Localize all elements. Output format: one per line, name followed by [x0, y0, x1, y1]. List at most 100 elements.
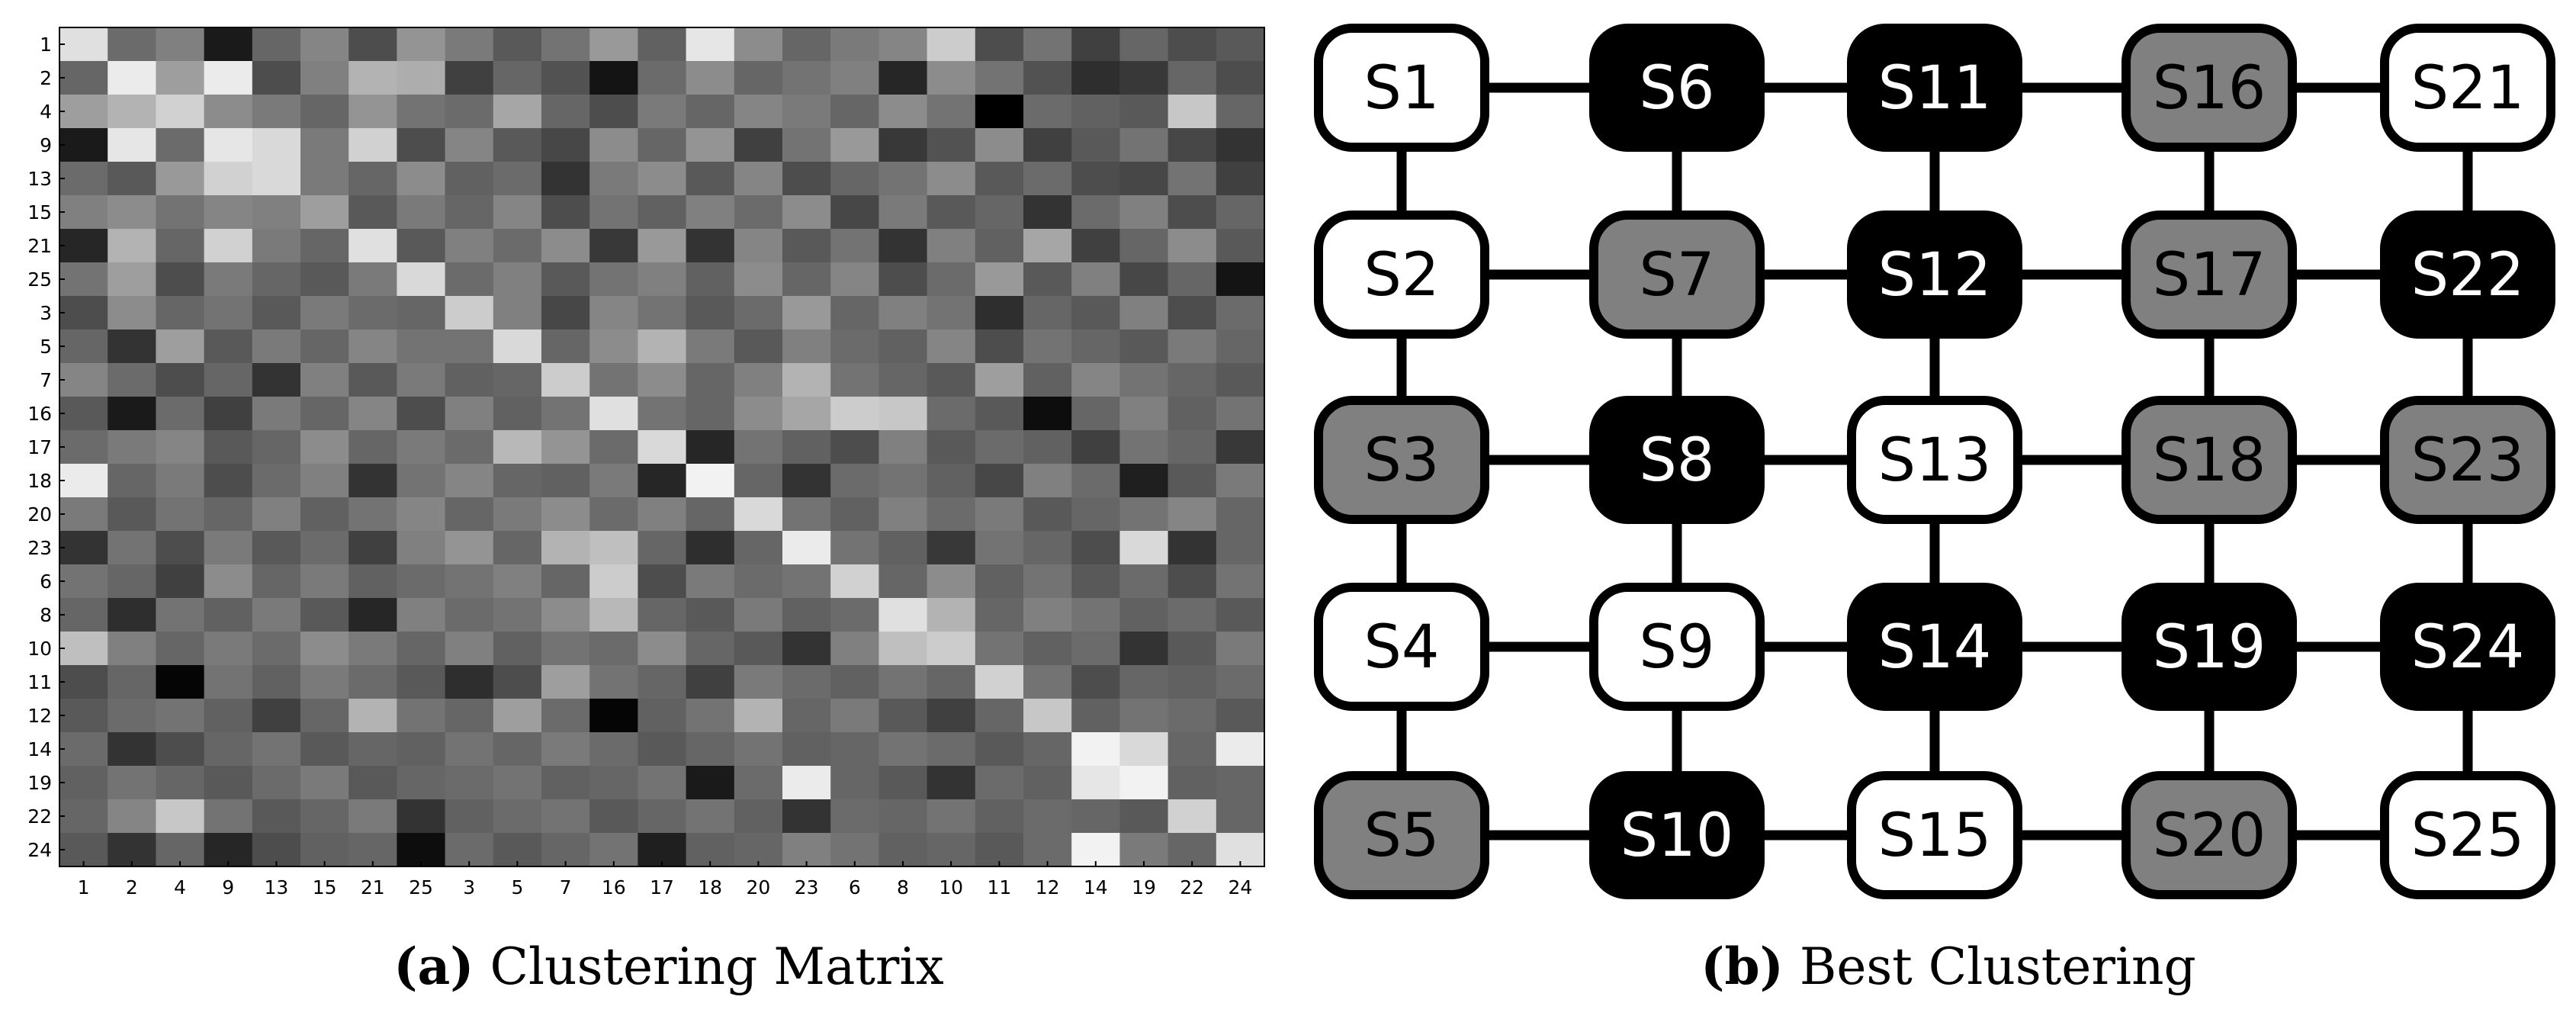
heatmap-cell [445, 195, 494, 230]
heatmap-cell [927, 27, 976, 62]
heatmap-cell [348, 766, 397, 800]
heatmap-cell [108, 732, 156, 767]
heatmap-cell [541, 430, 590, 464]
heatmap-cell [348, 632, 397, 666]
y-tick-label: 7 [40, 369, 52, 391]
heatmap-cell [1168, 27, 1217, 62]
heatmap-cell [734, 766, 783, 800]
heatmap-cell [252, 665, 301, 699]
graph-node-label: S5 [1363, 802, 1439, 870]
heatmap-cell [252, 296, 301, 330]
graph-node-s19: S19 [2122, 583, 2297, 711]
heatmap-cell [927, 497, 976, 532]
graph-node-s15: S15 [1847, 771, 2022, 899]
heatmap-cell [300, 464, 349, 498]
heatmap-cell [1071, 229, 1120, 263]
graph-node-box [1847, 24, 2022, 152]
heatmap-cell [445, 61, 494, 95]
heatmap-cell [59, 430, 108, 464]
heatmap-cell [1216, 699, 1265, 733]
heatmap-cell [493, 632, 542, 666]
heatmap-cell [1071, 564, 1120, 599]
heatmap-cell [589, 732, 638, 767]
heatmap-cell [204, 699, 253, 733]
heatmap-cell [1119, 598, 1169, 632]
heatmap-cell [108, 397, 156, 431]
x-tick-label: 23 [795, 876, 819, 898]
y-tick-label: 20 [27, 503, 52, 526]
heatmap-cell [686, 27, 735, 62]
heatmap-cell [300, 229, 349, 263]
heatmap-cell [59, 732, 108, 767]
heatmap-cell [1119, 732, 1169, 767]
heatmap-cell [108, 95, 156, 129]
heatmap-cell [975, 27, 1024, 62]
heatmap-cell [1119, 195, 1169, 230]
heatmap-cell [156, 497, 205, 532]
heatmap-cell [638, 799, 687, 834]
graph-node-label: S23 [2411, 426, 2525, 495]
heatmap-cell [830, 732, 879, 767]
graph-node-label: S2 [1363, 241, 1439, 310]
heatmap-cell [300, 430, 349, 464]
heatmap-cell [878, 262, 928, 297]
heatmap-cell [1023, 531, 1072, 565]
heatmap-cell [1119, 363, 1169, 397]
heatmap-cell [830, 665, 879, 699]
heatmap-cell [975, 128, 1024, 162]
heatmap-cell [204, 27, 253, 62]
heatmap-cell [638, 61, 687, 95]
heatmap-cell [734, 598, 783, 632]
heatmap-cell [1168, 699, 1217, 733]
heatmap-cell [830, 598, 879, 632]
heatmap-cell [927, 195, 976, 230]
heatmap-cell [348, 296, 397, 330]
heatmap-cell [541, 699, 590, 733]
graph-node-box [1314, 24, 1489, 152]
y-tick-label: 14 [27, 738, 52, 760]
heatmap-cell [108, 598, 156, 632]
heatmap-cell [734, 61, 783, 95]
heatmap-cell [204, 162, 253, 196]
heatmap-cell [156, 430, 205, 464]
heatmap-cell [878, 61, 928, 95]
heatmap-cell [1119, 799, 1169, 834]
heatmap-cell [348, 665, 397, 699]
heatmap-cell [252, 430, 301, 464]
heatmap-cell [878, 464, 928, 498]
heatmap-cell [108, 699, 156, 733]
heatmap-cell [830, 162, 879, 196]
heatmap-cell [204, 329, 253, 364]
heatmap-cell [878, 296, 928, 330]
x-tick-label: 15 [313, 876, 337, 898]
heatmap-cell [204, 732, 253, 767]
heatmap-cell [589, 464, 638, 498]
heatmap-cell [782, 699, 831, 733]
graph-node-label: S8 [1639, 426, 1714, 495]
heatmap-cell [156, 162, 205, 196]
heatmap-cell [252, 27, 301, 62]
heatmap-cell [300, 296, 349, 330]
heatmap-cell [108, 464, 156, 498]
heatmap-cell [975, 262, 1024, 297]
heatmap-cell [878, 699, 928, 733]
heatmap-cell [1023, 464, 1072, 498]
heatmap-cell [927, 699, 976, 733]
graph-node-s16: S16 [2122, 24, 2297, 152]
heatmap-cell [975, 497, 1024, 532]
heatmap-cell [397, 699, 446, 733]
heatmap-cell [927, 464, 976, 498]
heatmap-cell [108, 128, 156, 162]
heatmap-cell [348, 598, 397, 632]
heatmap-cell [1216, 464, 1265, 498]
heatmap-cell [300, 497, 349, 532]
heatmap-cell [300, 95, 349, 129]
heatmap-cell [300, 799, 349, 834]
heatmap-cell [1119, 430, 1169, 464]
graph-node-s24: S24 [2380, 583, 2555, 711]
heatmap-cell [493, 27, 542, 62]
heatmap-cell [782, 296, 831, 330]
heatmap-cell [1023, 229, 1072, 263]
graph-node-box [2122, 211, 2297, 339]
heatmap-cell [975, 162, 1024, 196]
